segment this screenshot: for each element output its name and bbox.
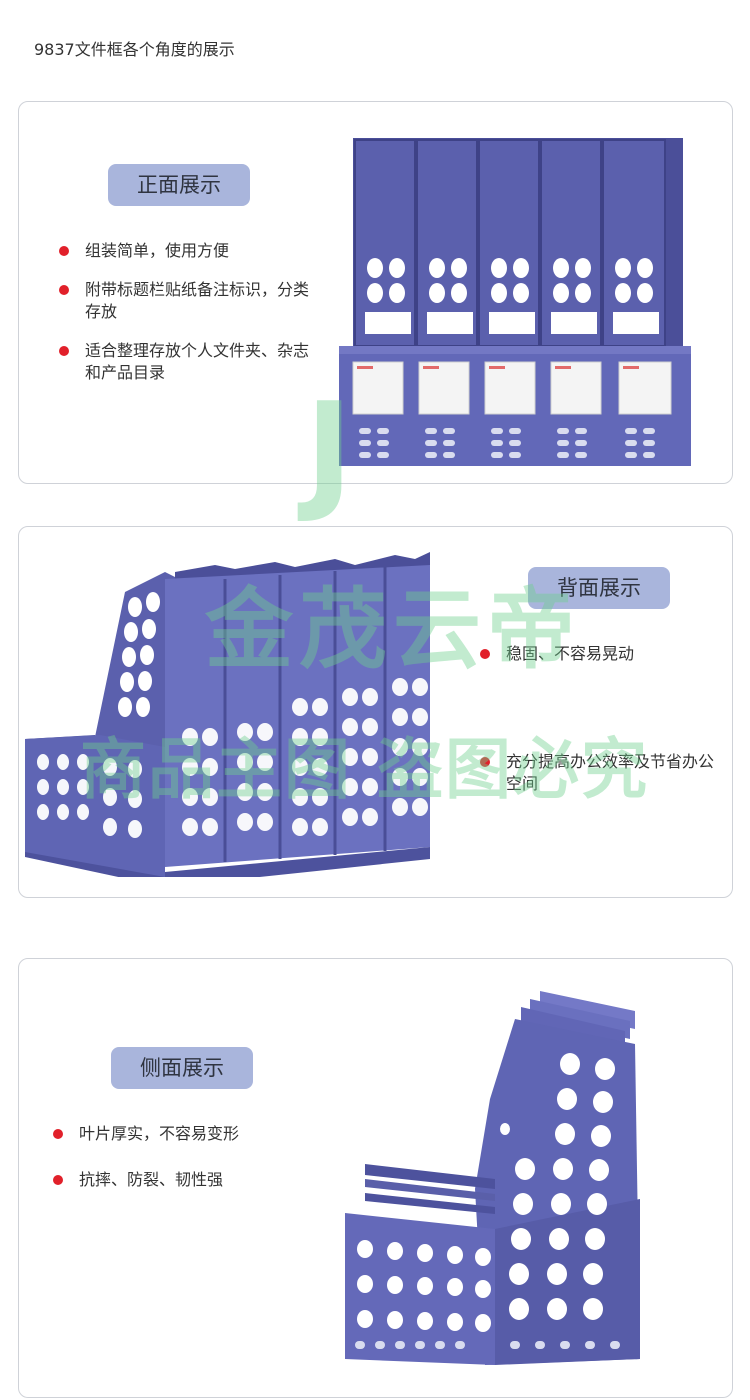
feature-item: 附带标题栏贴纸备注标识，分类存放 — [59, 279, 319, 323]
bullet-icon — [59, 346, 69, 356]
feature-item: 充分提高办公效率及节省办公空间 — [480, 751, 720, 795]
file-box-front — [339, 138, 691, 466]
product-back-image — [25, 552, 430, 877]
feature-item: 组装简单，使用方便 — [59, 240, 319, 262]
file-box-back — [25, 552, 430, 877]
feature-item: 稳固、不容易晃动 — [480, 643, 720, 665]
product-side-image — [345, 991, 640, 1365]
side-view-heading: 侧面展示 — [111, 1047, 253, 1089]
side-view-card: 侧面展示 叶片厚实，不容易变形 抗摔、防裂、韧性强 — [18, 958, 733, 1398]
product-front-image — [339, 138, 691, 466]
front-view-card: 正面展示 组装简单，使用方便 附带标题栏贴纸备注标识，分类存放 适合整理存放个人… — [18, 101, 733, 484]
bullet-icon — [53, 1129, 63, 1139]
feature-item: 适合整理存放个人文件夹、杂志和产品目录 — [59, 340, 319, 384]
bullet-icon — [59, 285, 69, 295]
side-view-features: 叶片厚实，不容易变形 抗摔、防裂、韧性强 — [53, 1123, 313, 1208]
front-view-features: 组装简单，使用方便 附带标题栏贴纸备注标识，分类存放 适合整理存放个人文件夹、杂… — [59, 240, 319, 401]
back-view-heading: 背面展示 — [528, 567, 670, 609]
bullet-icon — [59, 246, 69, 256]
back-view-features: 稳固、不容易晃动 充分提高办公效率及节省办公空间 — [480, 643, 720, 812]
feature-item: 叶片厚实，不容易变形 — [53, 1123, 313, 1145]
back-view-card: 背面展示 稳固、不容易晃动 充分提高办公效率及节省办公空间 — [18, 526, 733, 898]
bullet-icon — [480, 649, 490, 659]
page-title: 9837文件框各个角度的展示 — [34, 40, 235, 59]
bullet-icon — [480, 757, 490, 767]
bullet-icon — [53, 1175, 63, 1185]
file-box-side — [345, 991, 640, 1365]
front-view-heading: 正面展示 — [108, 164, 250, 206]
feature-item: 抗摔、防裂、韧性强 — [53, 1169, 313, 1191]
